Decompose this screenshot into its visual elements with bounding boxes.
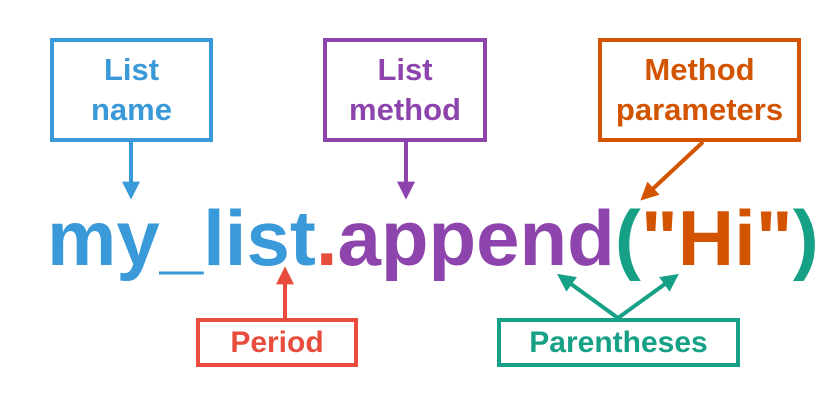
list-name-label-box: List name <box>50 38 213 142</box>
code-method-name: append <box>337 194 615 282</box>
period-label: Period <box>230 325 324 359</box>
period-label-box: Period <box>196 318 358 367</box>
list-method-label-line-1: List <box>377 52 433 87</box>
parentheses-label: Parentheses <box>529 325 708 359</box>
code-parameter: "Hi" <box>640 194 793 282</box>
code-list-name: my_list <box>47 194 316 282</box>
list-method-label-line-2: method <box>349 92 461 127</box>
list-name-label-line-2: name <box>91 92 172 127</box>
code-period: . <box>315 194 338 282</box>
list-name-label-line-1: List <box>103 52 160 87</box>
code-close-paren: ) <box>792 194 819 282</box>
code-expression: my_list.append("Hi") <box>47 188 819 288</box>
method-parameters-label-box: Method parameters <box>598 38 801 142</box>
list-method-label-box: List method <box>323 38 487 142</box>
code-open-paren: ( <box>614 194 641 282</box>
method-parameters-label-line-1: Method <box>644 52 755 87</box>
parentheses-label-box: Parentheses <box>497 318 740 367</box>
method-parameters-label-line-2: parameters <box>615 92 784 127</box>
